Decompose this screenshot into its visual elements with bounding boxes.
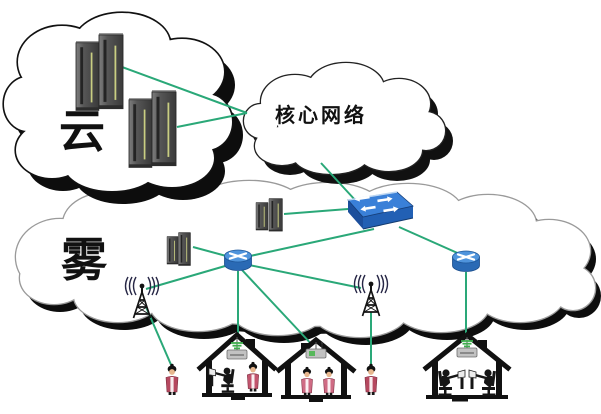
link-switch-router2	[398, 226, 463, 256]
fog-server-rack-1	[255, 197, 283, 232]
standing-person-icon	[323, 366, 335, 397]
cloud-server-rack-2	[128, 89, 177, 168]
fog-layer-label: 雾	[61, 233, 108, 287]
roof	[422, 331, 512, 372]
roof	[196, 331, 278, 372]
server-tower-icon	[128, 97, 153, 168]
link-router1-antenna1	[145, 263, 233, 290]
wall	[206, 361, 212, 394]
router-icon-right	[451, 249, 481, 273]
fog-server-rack-2	[166, 231, 191, 266]
core-network-cloud-shape	[242, 61, 453, 184]
wall	[341, 363, 347, 395]
floor	[426, 395, 508, 399]
link-router1-antenna2	[248, 264, 362, 289]
server-tower-icon	[178, 231, 191, 266]
wall	[496, 361, 502, 395]
wifi-router-icon	[226, 337, 248, 360]
link-core-switch	[320, 162, 357, 202]
core-network-label: 核心网络	[275, 103, 367, 127]
server-tower-icon	[268, 197, 283, 232]
cloud-layer-label: 云	[59, 104, 105, 158]
link-router1-house2	[241, 269, 316, 349]
wifi-router-icon	[456, 337, 478, 358]
cloud-layer-shape	[2, 11, 243, 204]
wifi-router-icon	[305, 341, 327, 359]
wall	[262, 361, 268, 394]
server-tower-icon	[98, 32, 124, 110]
wall	[285, 363, 291, 395]
link-router1-fogserver2	[192, 246, 231, 258]
standing-person-icon	[301, 366, 313, 397]
server-tower-icon	[255, 201, 269, 231]
network-switch-icon	[347, 191, 414, 230]
standing-person-icon	[246, 361, 260, 392]
house-1	[196, 331, 278, 400]
link-cloudserver2-core	[176, 112, 248, 128]
server-tower-icon	[166, 235, 179, 265]
house-2	[275, 336, 357, 402]
server-tower-icon	[151, 89, 177, 167]
link-switch-router1	[240, 228, 375, 259]
server-tower-icon	[75, 40, 100, 111]
cloud-server-rack-1	[75, 32, 124, 111]
floor	[202, 393, 272, 397]
link-switch-fogserver1	[283, 208, 349, 215]
link-lines	[121, 66, 467, 368]
wall	[432, 361, 438, 395]
villager-icon-2	[364, 363, 378, 396]
house-3	[422, 331, 512, 402]
floor	[281, 395, 351, 399]
roof	[275, 336, 357, 374]
villager-icon-1	[165, 363, 179, 396]
router-icon-center	[223, 248, 253, 272]
link-cloudserver1-core	[121, 66, 248, 114]
